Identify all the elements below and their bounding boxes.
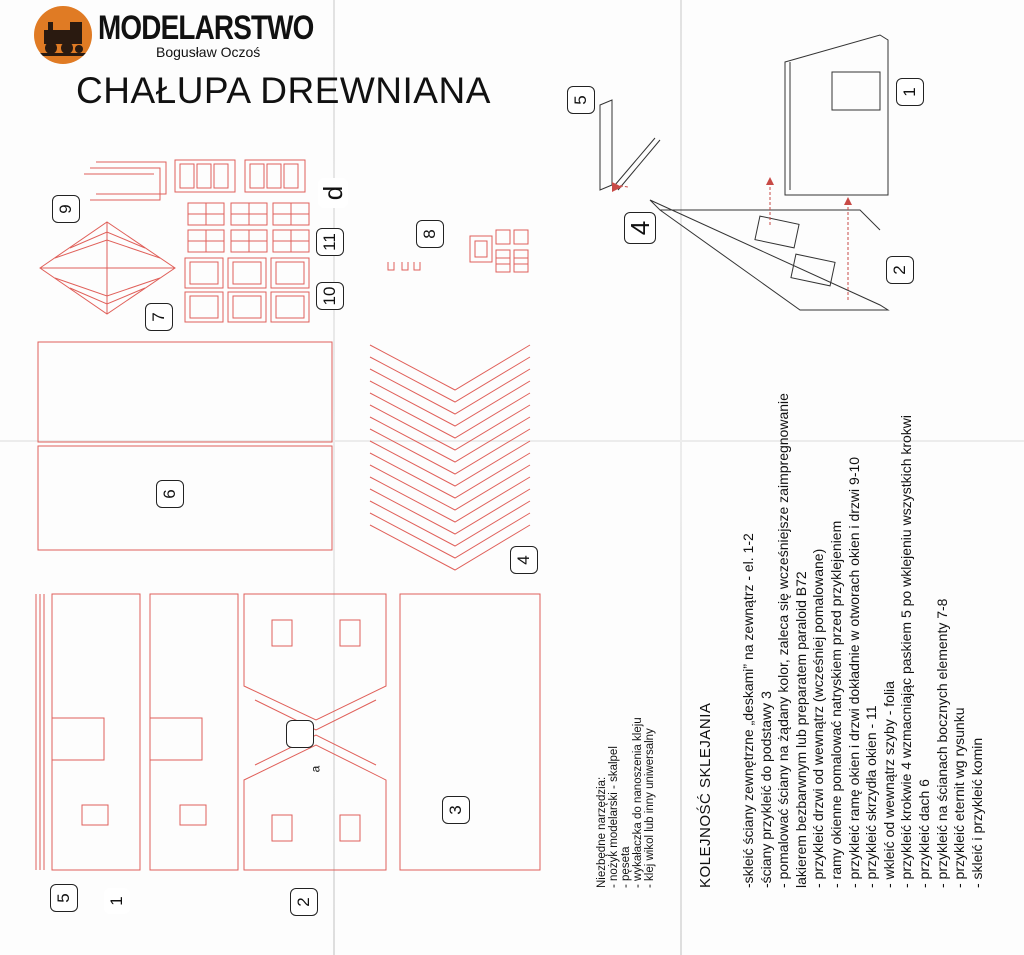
part-10-window-frames	[184, 257, 310, 323]
part-1-side-walls	[51, 593, 239, 871]
part-4-rafters	[369, 344, 531, 571]
step-item: -skleić ściany zewnętrzne „deskami” na z…	[740, 533, 756, 888]
part-11-window-sashes	[187, 202, 310, 253]
steps-heading: KOLEJNOŚĆ SKLEJANIA	[697, 702, 714, 888]
fold-line	[680, 0, 682, 955]
callout-9: 9	[52, 195, 80, 223]
part-3-base	[399, 593, 541, 871]
callout-10: 10	[316, 282, 344, 310]
assembly-steps: -skleić ściany zewnętrzne „deskami” na z…	[740, 393, 986, 888]
step-item: - przykleić dach 6	[915, 779, 932, 888]
fold-line	[333, 0, 335, 955]
author-name: Bogusław Oczoś	[156, 44, 261, 60]
part-9-door-frames	[84, 161, 167, 201]
part-5-strips	[35, 594, 45, 870]
tool-item: - nożyk modelarski - skalpel	[608, 746, 620, 888]
page-title: CHAŁUPA DREWNIANA	[76, 70, 491, 111]
brand-logo: MODELARSTWO Bogusław Oczoś	[34, 6, 361, 64]
callout-7: 7	[145, 303, 173, 331]
callout-1-top: 1	[896, 78, 924, 106]
part-8-small-elements	[387, 229, 529, 273]
callout-3: 3	[442, 796, 470, 824]
part-d-window-frames	[174, 159, 306, 193]
callout-5-top: 5	[567, 86, 595, 114]
callout-5-bottom: 5	[50, 884, 78, 912]
fold-line	[0, 440, 1024, 442]
step-item: - przykleić krokwie 4 wzmacniając paskie…	[898, 414, 915, 888]
step-item: lakierem bezbarwnym lub preparatem paral…	[792, 571, 809, 888]
tools-heading: Niezbędne narzędzia:	[596, 776, 608, 888]
step-item: - wkleić od wewnątrz szyby - folia	[880, 681, 897, 888]
label-d: d	[318, 178, 348, 208]
part-2-gable-walls	[243, 593, 387, 871]
label-a: a	[308, 765, 323, 773]
tool-item: - wykałaczka do nanoszenia kleju	[632, 717, 644, 888]
callout-2-top: 2	[886, 256, 914, 284]
callout-6: 6	[156, 480, 184, 508]
assembly-diagram	[599, 34, 890, 311]
callout-4-mid: 4	[510, 546, 538, 574]
step-item: - przykleić drzwi od wewnątrz (wcześniej…	[810, 548, 827, 888]
step-item: - przykleić na ścianach bocznych element…	[933, 598, 950, 888]
step-item: - przykleić skrzydła okien - 11	[863, 705, 880, 888]
callout-blank	[286, 720, 314, 748]
guide-arrows	[612, 177, 852, 205]
step-item: - przykleić ramę okien i drzwi dokładnie…	[845, 456, 862, 888]
callout-11: 11	[316, 228, 344, 256]
brand-name: MODELARSTWO	[98, 9, 314, 47]
step-item: - ramy okienne pomalować natryskiem prze…	[827, 520, 844, 888]
callout-8: 8	[416, 220, 444, 248]
locomotive-icon	[34, 6, 92, 64]
tool-item: - klej wikol lub inny uniwersalny	[644, 728, 656, 888]
callout-1-bottom: 1	[104, 888, 130, 914]
part-6-roof-panels	[37, 341, 333, 551]
step-item: -ściany przykleić do podstawy 3	[757, 691, 774, 888]
tool-item: - pęseta	[620, 846, 632, 888]
step-item: - pomalować ściany na żądany kolor, zale…	[775, 393, 792, 888]
callout-4-top: 4	[624, 212, 656, 244]
tools-list: Niezbędne narzędzia: - nożyk modelarski …	[596, 717, 656, 888]
step-item: - przykleić eternit wg rysunku	[951, 707, 968, 888]
part-7-gable-ornament	[39, 221, 176, 315]
step-item: - skleić i przykleić komin	[968, 737, 985, 888]
callout-2-bottom: 2	[290, 888, 318, 916]
